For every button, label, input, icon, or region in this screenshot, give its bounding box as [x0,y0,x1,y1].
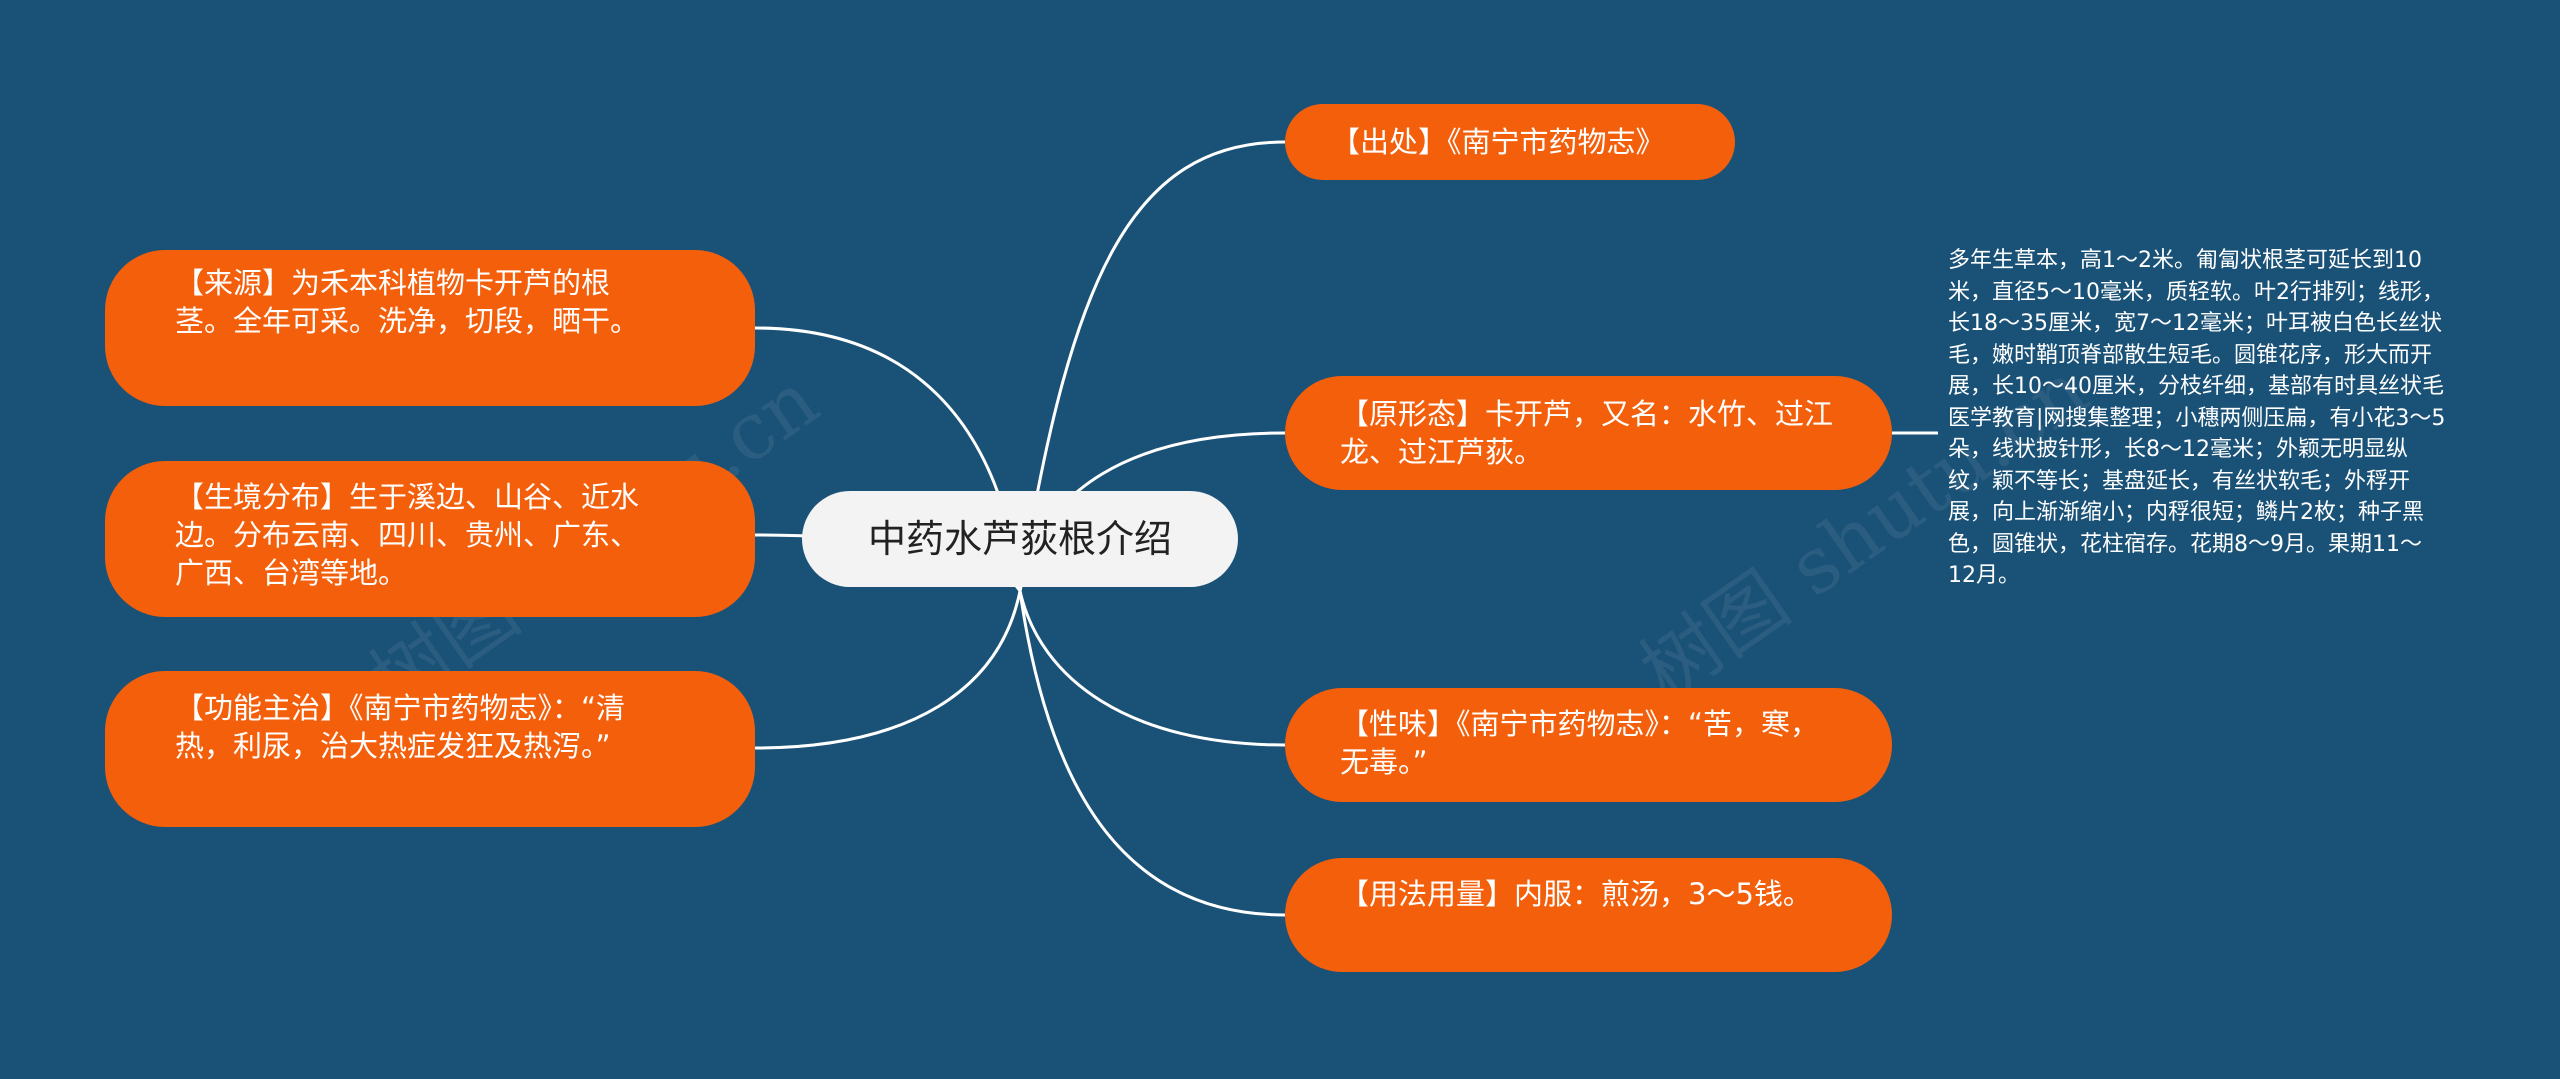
central-topic[interactable]: 中药水芦荻根介绍 [802,491,1238,587]
node-shengjing[interactable]: 【生境分布】生于溪边、山谷、近水边。分布云南、四川、贵州、广东、广西、台湾等地。 [105,461,755,617]
node-yongfa[interactable]: 【用法用量】内服：煎汤，3～5钱。 [1285,858,1892,972]
node-gongneng-text: 【功能主治】《南宁市药物志》：“清热，利尿，治大热症发狂及热泻。” [175,691,626,763]
node-gongneng[interactable]: 【功能主治】《南宁市药物志》：“清热，利尿，治大热症发狂及热泻。” [105,671,755,827]
link-yongfa [1018,590,1286,917]
node-laiyuan[interactable]: 【来源】为禾本科植物卡开芦的根茎。全年可采。洗净，切段，晒干。 [105,250,755,406]
node-xingwei-text: 【性味】《南宁市药物志》：“苦，寒，无毒。” [1340,707,1820,779]
link-xingwei [1018,590,1286,747]
node-yongfa-text: 【用法用量】内服：煎汤，3～5钱。 [1340,877,1812,911]
link-chuchu [1018,140,1286,592]
node-chuchu-text: 【出处】《南宁市药物志》 [1331,125,1665,159]
node-laiyuan-text: 【来源】为禾本科植物卡开芦的根茎。全年可采。洗净，切段，晒干。 [175,266,640,338]
node-shengjing-text: 【生境分布】生于溪边、山谷、近水边。分布云南、四川、贵州、广东、广西、台湾等地。 [175,480,640,590]
node-yuanxingtai[interactable]: 【原形态】卡开芦，又名：水竹、过江龙、过江芦荻。 [1285,376,1892,490]
node-xingwei[interactable]: 【性味】《南宁市药物志》：“苦，寒，无毒。” [1285,688,1892,802]
link-gongneng [754,590,1022,750]
detail-morphology-text: 多年生草本，高1～2米。匍匐状根茎可延长到10米，直径5～10毫米，质轻软。叶2… [1948,248,2446,588]
node-chuchu[interactable]: 【出处】《南宁市药物志》 [1285,104,1735,180]
node-yuanxingtai-text: 【原形态】卡开芦，又名：水竹、过江龙、过江芦荻。 [1340,397,1834,469]
